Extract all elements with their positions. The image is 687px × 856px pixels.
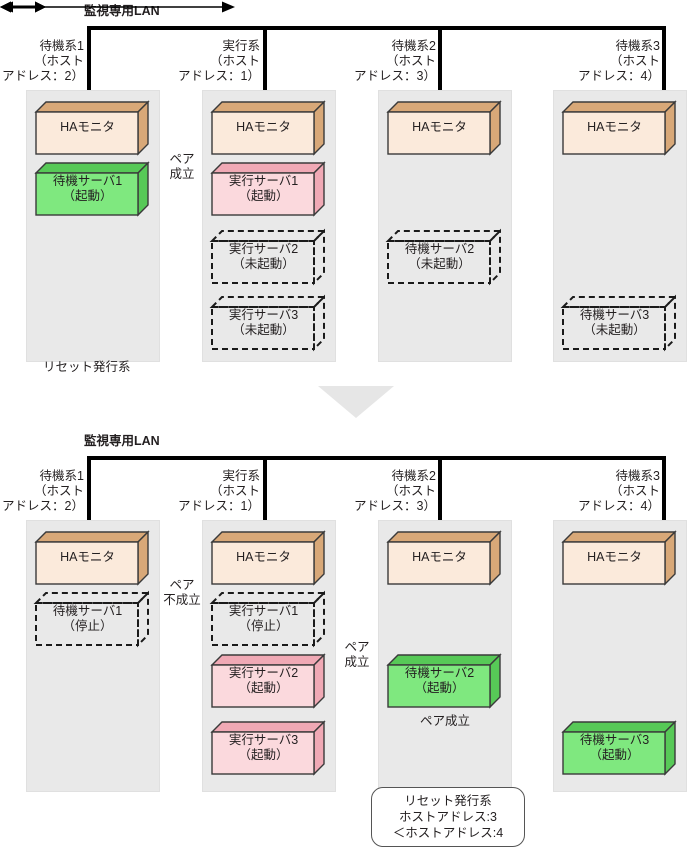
server-box-top-2-0 (385, 228, 503, 286)
node-title-top-3: 待機系3 （ホスト アドレス：4） (578, 39, 660, 83)
lan-drop-line-bottom-2 (263, 456, 267, 526)
pair-long-label-bottom: ペア成立 (419, 714, 470, 728)
server-box-top-1-0 (210, 161, 326, 217)
lan-drop-line-bottom-4 (662, 456, 666, 526)
ha-monitor-label-top-0: HAモニタ (60, 120, 115, 134)
server-label-bottom-1-1: 実行サーバ2（起動） (212, 666, 315, 696)
server-state: （未起動） (232, 323, 295, 337)
ha-monitor-label-bottom-0: HAモニタ (60, 550, 115, 564)
node-title-top-0: 待機系1 （ホスト アドレス：2） (2, 39, 84, 83)
server-box-bottom-0-0 (33, 590, 151, 648)
server-label-top-0-0: 待機サーバ1（起動） (36, 174, 139, 204)
server-state: （起動） (62, 189, 113, 203)
server-state: （停止） (238, 619, 289, 633)
pair-label-top: ペア 成立 (169, 152, 195, 181)
server-label-top-1-2: 実行サーバ3（未起動） (212, 308, 315, 338)
server-name: 実行サーバ3 (228, 308, 299, 322)
server-name: 実行サーバ1 (228, 604, 299, 618)
lan-bus-horizontal-bottom (87, 456, 666, 460)
ha-monitor-label-bottom-2: HAモニタ (412, 550, 467, 564)
lan-drop-line-top-3 (438, 26, 442, 96)
server-state: （未起動） (408, 257, 471, 271)
ha-monitor-box-bottom-1 (210, 530, 326, 586)
server-name: 待機サーバ2 (404, 666, 475, 680)
server-state: （起動） (589, 748, 640, 762)
server-state: （停止） (62, 619, 113, 633)
node-title-bottom-0: 待機系1 （ホスト アドレス：2） (2, 469, 84, 513)
ha-monitor-box-bottom-2 (386, 530, 502, 586)
server-label-top-1-1: 実行サーバ2（未起動） (212, 242, 315, 272)
server-box-top-1-1 (209, 228, 327, 286)
server-box-bottom-1-0 (209, 590, 327, 648)
server-box-bottom-1-1 (210, 653, 326, 709)
server-name: 待機サーバ2 (404, 242, 475, 256)
server-label-top-2-0: 待機サーバ2（未起動） (388, 242, 491, 272)
ha-monitor-box-top-2 (386, 100, 502, 156)
server-state: （起動） (238, 748, 289, 762)
pair-fail-label-bottom: ペア 不成立 (163, 578, 201, 607)
transition-arrow-icon (318, 386, 394, 418)
server-label-top-1-0: 実行サーバ1（起動） (212, 174, 315, 204)
node-title-bottom-3: 待機系3 （ホスト アドレス：4） (578, 469, 660, 513)
server-state: （起動） (238, 189, 289, 203)
node-title-bottom-2: 待機系2 （ホスト アドレス：3） (354, 469, 436, 513)
pair-long-arrow-bottom (0, 1, 235, 56)
lan-drop-line-top-4 (662, 26, 666, 96)
server-name: 実行サーバ2 (228, 666, 299, 680)
server-name: 待機サーバ3 (579, 733, 650, 747)
ha-monitor-label-bottom-1: HAモニタ (236, 550, 291, 564)
server-box-bottom-3-0 (561, 720, 677, 776)
server-label-bottom-2-0: 待機サーバ2（起動） (388, 666, 491, 696)
server-name: 実行サーバ2 (228, 242, 299, 256)
server-state: （起動） (414, 681, 465, 695)
lan-drop-line-top-2 (263, 26, 267, 96)
lan-label-bottom: 監視専用LAN (84, 434, 160, 448)
server-name: 実行サーバ1 (228, 174, 299, 188)
server-label-bottom-3-0: 待機サーバ3（起動） (563, 733, 666, 763)
ha-monitor-label-bottom-3: HAモニタ (587, 550, 642, 564)
server-box-top-1-2 (209, 294, 327, 352)
server-state: （未起動） (583, 323, 646, 337)
ha-monitor-box-top-1 (210, 100, 326, 156)
ha-monitor-label-top-2: HAモニタ (412, 120, 467, 134)
reset-issuer-label-top: リセット発行系 (43, 360, 131, 374)
ha-monitor-box-top-0 (34, 100, 150, 156)
ha-monitor-box-bottom-3 (561, 530, 677, 586)
server-box-top-3-0 (560, 294, 678, 352)
lan-drop-line-bottom-1 (87, 456, 91, 526)
server-name: 待機サーバ3 (579, 308, 650, 322)
pair-ok-label-bottom: ペア 成立 (344, 640, 370, 669)
node-title-top-1: 実行系 （ホスト アドレス：1） (178, 39, 260, 83)
reset-issuer-note: リセット発行系 ホストアドレス:3 ＜ホストアドレス:4 (371, 787, 525, 847)
ha-monitor-box-bottom-0 (34, 530, 150, 586)
server-name: 待機サーバ1 (52, 604, 123, 618)
node-title-bottom-1: 実行系 （ホスト アドレス：1） (178, 469, 260, 513)
lan-bus-horizontal-top (87, 26, 666, 30)
ha-monitor-box-top-3 (561, 100, 677, 156)
server-label-bottom-1-0: 実行サーバ1（停止） (212, 604, 315, 634)
ha-monitor-label-top-1: HAモニタ (236, 120, 291, 134)
server-state: （未起動） (232, 257, 295, 271)
server-state: （起動） (238, 681, 289, 695)
node-title-top-2: 待機系2 （ホスト アドレス：3） (354, 39, 436, 83)
server-name: 実行サーバ3 (228, 733, 299, 747)
pair-fail-arrow-bottom (0, 1, 46, 28)
server-box-bottom-2-0 (386, 653, 502, 709)
server-label-bottom-1-2: 実行サーバ3（起動） (212, 733, 315, 763)
lan-drop-line-top-1 (87, 26, 91, 96)
lan-drop-line-bottom-3 (438, 456, 442, 526)
server-box-bottom-1-2 (210, 720, 326, 776)
server-name: 待機サーバ1 (52, 174, 123, 188)
server-label-bottom-0-0: 待機サーバ1（停止） (36, 604, 139, 634)
ha-monitor-label-top-3: HAモニタ (587, 120, 642, 134)
server-box-top-0-0 (34, 161, 150, 217)
server-label-top-3-0: 待機サーバ3（未起動） (563, 308, 666, 338)
